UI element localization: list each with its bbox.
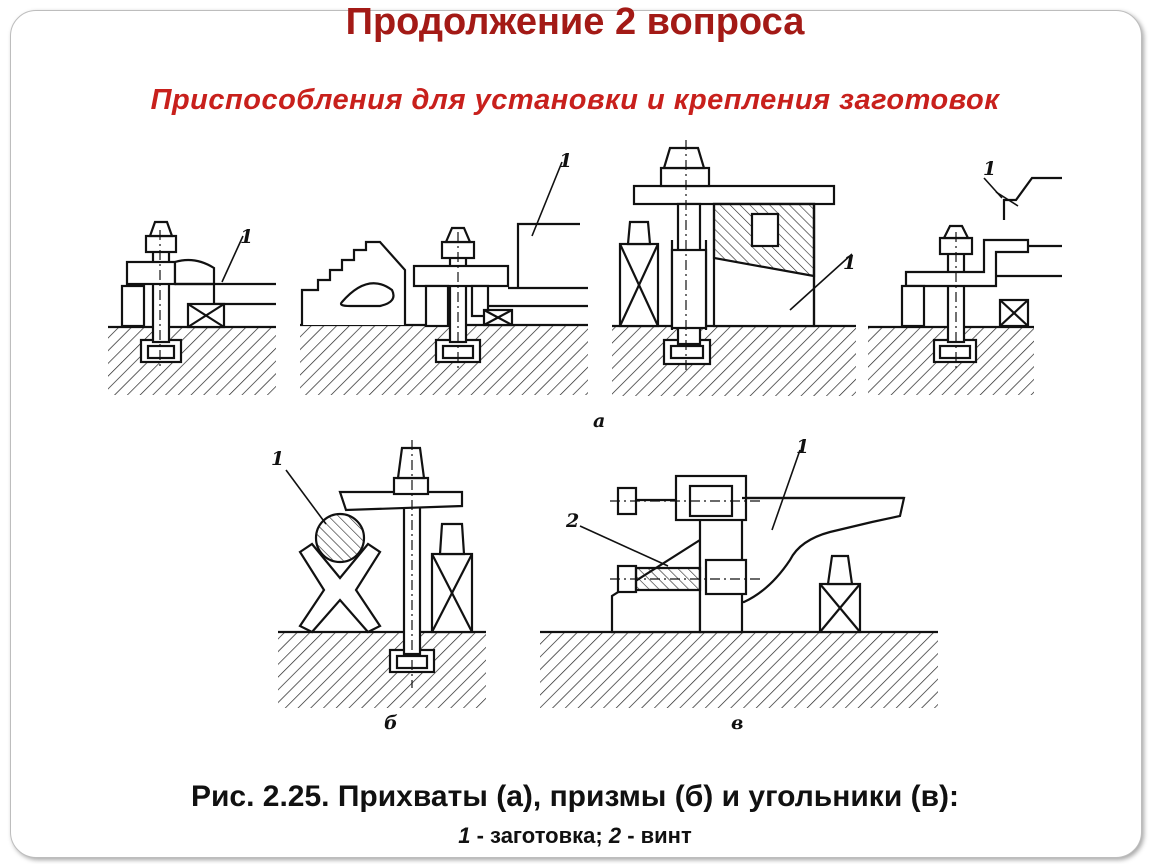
- slide-title: Продолжение 2 вопроса: [345, 1, 805, 43]
- callout-1-clamp4: 1: [983, 158, 997, 180]
- callout-1-angle-plate: 1: [796, 436, 810, 458]
- subfigure-label-b: б: [384, 712, 398, 734]
- clamp-drawing-4: [868, 176, 1062, 395]
- callout-1-clamp1: 1: [240, 226, 254, 248]
- legend-number-1: 1: [458, 823, 471, 848]
- clamp-drawing-2: [300, 161, 588, 395]
- legend-text-2: - винт: [621, 823, 692, 848]
- angle-plate-drawing: [540, 449, 938, 708]
- subfigure-label-c: в: [731, 712, 744, 734]
- figure-legend: 1 - заготовка; 2 - винт: [0, 821, 1150, 851]
- slide-subtitle: Приспособления для установки и крепления…: [150, 84, 1000, 116]
- callout-2-angle-plate: 2: [566, 510, 580, 532]
- callout-1-clamp3: 1: [843, 252, 857, 274]
- prism-drawing: [278, 440, 486, 708]
- figure-caption: Рис. 2.25. Прихваты (а), призмы (б) и уг…: [190, 780, 960, 813]
- legend-number-2: 2: [608, 823, 622, 848]
- clamp-drawing-3: [612, 140, 856, 396]
- clamp-drawing-1: [108, 220, 276, 395]
- subfigure-label-a: а: [593, 410, 606, 432]
- slide-frame: [10, 10, 1142, 858]
- callout-1-prism: 1: [271, 448, 285, 470]
- callout-1-clamp2: 1: [559, 150, 573, 172]
- legend-text-1: - заготовка;: [470, 823, 609, 848]
